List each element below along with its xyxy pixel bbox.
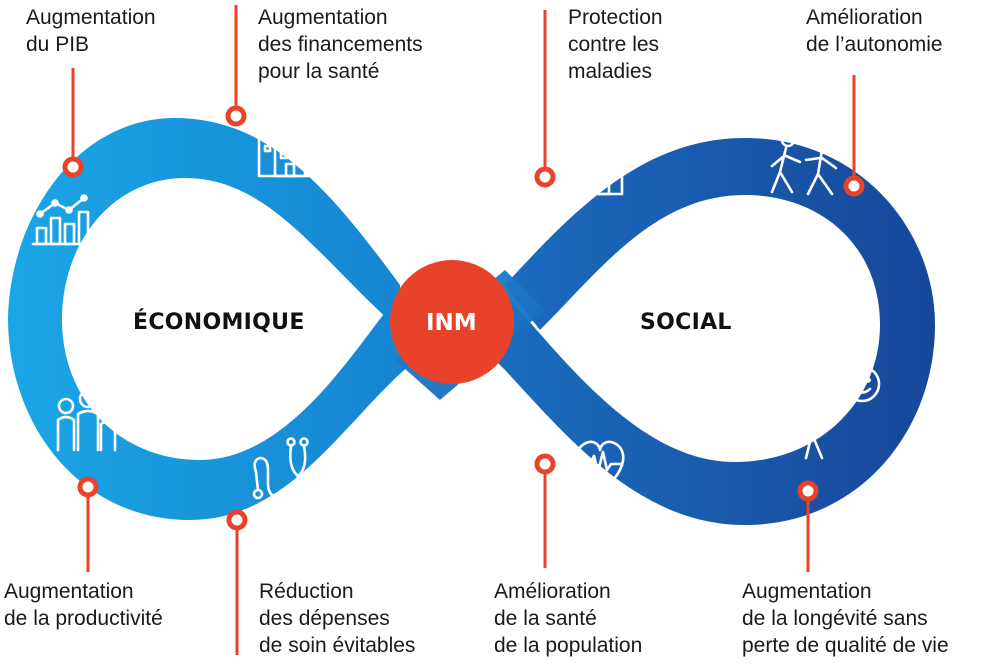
dot-longevite — [797, 480, 819, 502]
inm-circle — [390, 260, 514, 384]
benefit-protection-line: Protection — [568, 6, 663, 29]
social-loop — [465, 138, 935, 525]
walking-people-icon — [770, 132, 838, 196]
benefit-pib-line: Augmentation — [26, 6, 156, 29]
benefit-sante-line: de la population — [494, 634, 643, 657]
benefit-productivite-line: de la productivité — [4, 607, 163, 630]
benefit-longevite-line: Augmentation — [742, 580, 872, 603]
benefit-protection-line: maladies — [568, 60, 653, 83]
happy-person-icon — [798, 365, 881, 460]
economique-loop — [8, 118, 450, 520]
heart-pulse-icon — [575, 440, 625, 493]
inm-label: INM — [426, 310, 477, 336]
leader-dots — [62, 105, 865, 531]
benefit-sante-line: Amélioration — [494, 580, 611, 603]
house-icon — [574, 144, 632, 196]
benefit-protection-line: contre les — [568, 33, 660, 56]
benefit-financements-line: des financements — [258, 33, 423, 56]
dot-depenses — [226, 509, 248, 531]
benefit-sante-population: Amélioration de la santé de la populatio… — [494, 578, 642, 659]
benefit-depenses-line: de soin évitables — [259, 634, 416, 657]
benefit-financements-line: pour la santé — [258, 60, 380, 83]
benefit-depenses-line: Réduction — [259, 580, 354, 603]
benefit-depenses: Réduction des dépenses de soin évitables — [259, 578, 415, 659]
benefit-longevite: Augmentation de la longévité sans perte … — [742, 578, 949, 659]
benefit-autonomie-line: de l’autonomie — [806, 33, 943, 56]
benefit-financements: Augmentation des financements pour la sa… — [258, 4, 423, 85]
dot-productivite — [77, 476, 99, 498]
dot-sante — [534, 453, 556, 475]
dot-pib — [62, 156, 84, 178]
dot-protection — [534, 166, 556, 188]
benefit-financements-line: Augmentation — [258, 6, 388, 29]
benefit-autonomie-line: Amélioration — [806, 6, 923, 29]
benefit-productivite: Augmentation de la productivité — [4, 578, 163, 632]
stethoscope-icon — [252, 437, 309, 500]
social-label: SOCIAL — [640, 310, 732, 335]
benefit-pib-line: du PIB — [26, 33, 90, 56]
benefit-autonomie: Amélioration de l’autonomie — [806, 4, 943, 58]
bar-chart-icon — [31, 194, 94, 246]
benefit-longevite-line: perte de qualité de vie — [742, 634, 949, 657]
benefit-productivite-line: Augmentation — [4, 580, 134, 603]
family-icon — [56, 389, 117, 452]
hospital-icon — [257, 108, 323, 178]
economique-label: ÉCONOMIQUE — [133, 310, 305, 335]
benefit-longevite-line: de la longévité sans — [742, 607, 928, 630]
benefit-sante-line: de la santé — [494, 607, 597, 630]
dot-autonomie — [843, 175, 865, 197]
benefit-pib: Augmentation du PIB — [26, 4, 156, 58]
leader-lines — [71, 5, 856, 655]
benefit-depenses-line: des dépenses — [259, 607, 390, 630]
benefit-protection: Protection contre les maladies — [568, 4, 663, 85]
dot-financements — [225, 105, 247, 127]
